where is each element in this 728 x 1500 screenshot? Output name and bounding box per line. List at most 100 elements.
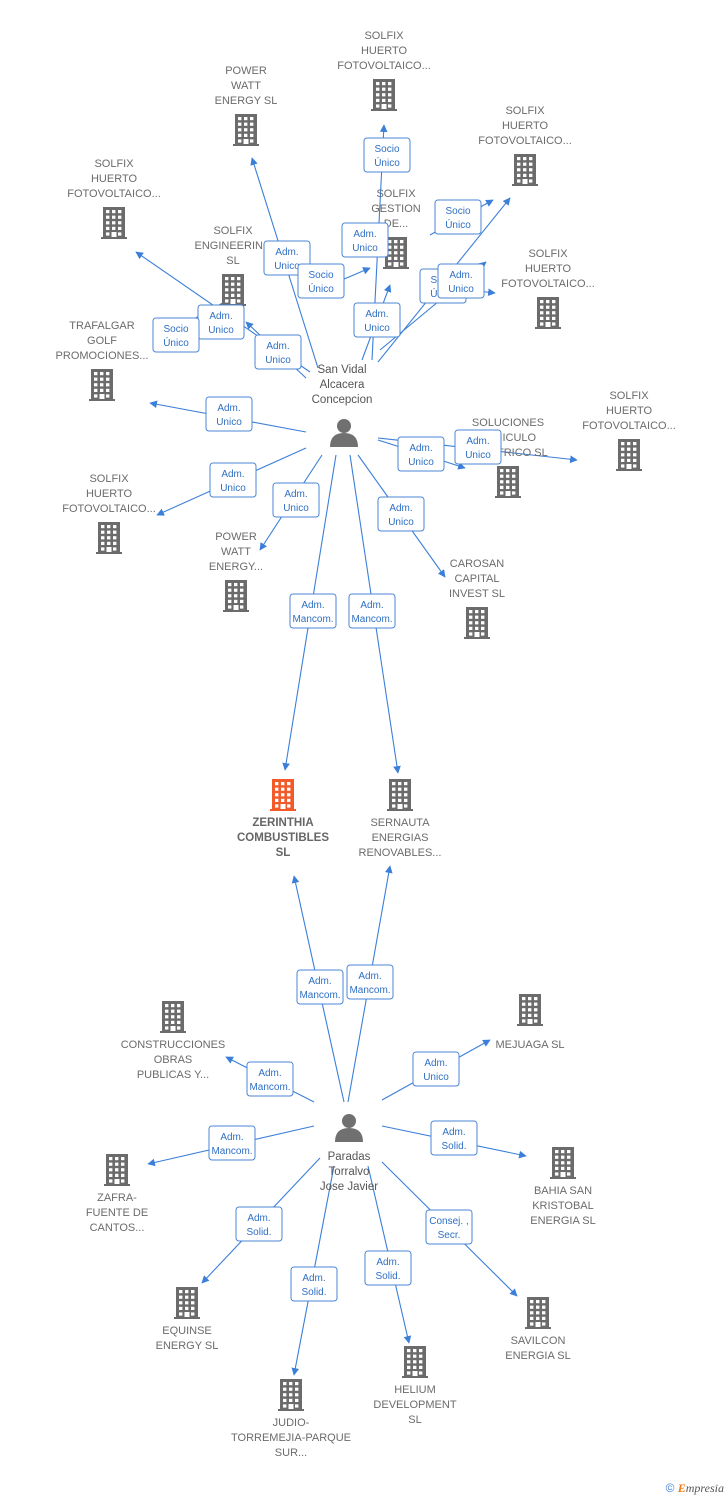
company-node[interactable]: SOLFIXHUERTOFOTOVOLTAICO... bbox=[478, 105, 572, 186]
edge-label-text: Adm. bbox=[376, 1257, 399, 1268]
edge-label-box[interactable]: Adm. Unico bbox=[205, 396, 253, 432]
edge-label-box[interactable]: Adm.Unico bbox=[341, 222, 389, 258]
edge-label-text: Unico bbox=[352, 243, 378, 254]
company-node[interactable]: SOLFIXHUERTOFOTOVOLTAICO... bbox=[582, 390, 676, 471]
company-node[interactable]: SOLFIXGESTIONDE... bbox=[371, 188, 421, 269]
person-name-line: Alcacera bbox=[320, 379, 365, 391]
edge-label-box[interactable]: Adm.Unico bbox=[377, 496, 425, 532]
building-icon bbox=[233, 114, 259, 146]
edge-label-box[interactable]: Adm. Mancom. bbox=[296, 969, 344, 1005]
company-name-line: SOLFIX bbox=[89, 473, 129, 485]
edge-label-box[interactable]: Adm.Solid. bbox=[364, 1250, 412, 1286]
edge-label-text: Adm. bbox=[449, 270, 472, 281]
edge-label-box[interactable]: Adm. Mancom. bbox=[348, 593, 396, 629]
edge-label-box[interactable]: Adm.Unico bbox=[397, 436, 445, 472]
person-name-line: Paradas bbox=[328, 1151, 371, 1163]
edge-label-text: Mancom. bbox=[351, 614, 392, 625]
edge-label-frame bbox=[290, 1266, 338, 1302]
edge-label-box[interactable]: Adm.Unico bbox=[209, 462, 257, 498]
company-node[interactable]: MEJUAGA SL bbox=[495, 994, 565, 1051]
edge-label-box[interactable]: Adm. Unico bbox=[437, 263, 485, 299]
edge-label-box[interactable]: Adm.Mancom. bbox=[246, 1061, 294, 1097]
building-icon bbox=[96, 522, 122, 554]
person-icon bbox=[335, 1114, 363, 1142]
edge-label-box[interactable]: Adm.Unico bbox=[272, 482, 320, 518]
edge-label-text: Adm. bbox=[284, 489, 307, 500]
company-name-line: CAROSAN bbox=[450, 558, 504, 570]
company-name-line: RENOVABLES... bbox=[359, 847, 442, 859]
company-name-line: EQUINSE bbox=[162, 1325, 212, 1337]
edge-label-text: Adm. bbox=[217, 403, 240, 414]
edge-label-text: Adm. bbox=[360, 600, 383, 611]
company-node[interactable]: SERNAUTAENERGIASRENOVABLES... bbox=[359, 779, 442, 859]
company-name-line: HUERTO bbox=[361, 45, 407, 57]
company-node[interactable]: ZAFRA-FUENTE DECANTOS... bbox=[86, 1154, 148, 1234]
edge-label-box[interactable]: Adm.Unico bbox=[353, 302, 401, 338]
edge-label-text: Secr. bbox=[438, 1230, 461, 1241]
edge-label-text: Adm. bbox=[308, 976, 331, 987]
edge-label-frame bbox=[297, 263, 345, 299]
edge-label-box[interactable]: Adm.Solid. bbox=[290, 1266, 338, 1302]
company-node[interactable]: SOLFIXHUERTOFOTOVOLTAICO... bbox=[501, 248, 595, 329]
edge-label-text: Unico bbox=[448, 284, 474, 295]
company-name-line: OBRAS bbox=[154, 1054, 193, 1066]
edge-label-text: Mancom. bbox=[299, 990, 340, 1001]
edge-label-box[interactable]: Adm.Unico bbox=[254, 334, 302, 370]
company-name-line: POWER bbox=[225, 65, 267, 77]
company-name-line: SL bbox=[408, 1414, 421, 1426]
edge-label-box[interactable]: Adm. Solid. bbox=[235, 1206, 283, 1242]
company-name-line: DEVELOPMENT bbox=[373, 1399, 456, 1411]
company-node[interactable]: SOLFIXHUERTOFOTOVOLTAICO... bbox=[337, 30, 431, 111]
edge-label-box[interactable]: Adm.Mancom. bbox=[346, 964, 394, 1000]
company-node[interactable]: SOLFIXHUERTOFOTOVOLTAICO... bbox=[62, 473, 156, 554]
edge-label-frame bbox=[272, 482, 320, 518]
edge-label-text: Adm. bbox=[301, 600, 324, 611]
company-name-line: HELIUM bbox=[394, 1384, 436, 1396]
edge-label-frame bbox=[235, 1206, 283, 1242]
company-node[interactable]: SOLFIXHUERTOFOTOVOLTAICO... bbox=[67, 158, 161, 239]
company-name-line: FOTOVOLTAICO... bbox=[582, 420, 676, 432]
company-node[interactable]: JUDIO-TORREMEJIA-PARQUESUR... bbox=[231, 1379, 351, 1459]
company-name-line: SOLFIX bbox=[376, 188, 416, 200]
edge-label-box[interactable]: Adm.Unico bbox=[454, 429, 502, 465]
edge-label-box[interactable]: Adm.Mancom. bbox=[208, 1125, 256, 1161]
edge-label-box[interactable]: Adm.Unico bbox=[412, 1051, 460, 1087]
edge-label-text: Adm. bbox=[247, 1213, 270, 1224]
company-node[interactable]: POWERWATTENERGY... bbox=[209, 531, 263, 612]
edge-label-text: Adm. bbox=[302, 1273, 325, 1284]
edge-label-box[interactable]: Adm.Unico bbox=[197, 304, 245, 340]
edge-label-box[interactable]: Adm.Solid. bbox=[430, 1120, 478, 1156]
brand-logo[interactable]: Empresia bbox=[678, 1481, 724, 1495]
edge-label-text: Solid. bbox=[246, 1227, 271, 1238]
company-name-line: SL bbox=[276, 847, 291, 859]
company-node[interactable]: HELIUM DEVELOPMENT SL bbox=[373, 1346, 457, 1426]
company-name-line: SAVILCON bbox=[511, 1335, 566, 1347]
building-icon bbox=[220, 274, 246, 306]
company-node[interactable]: TRAFALGARGOLFPROMOCIONES... bbox=[56, 320, 149, 401]
person-name-line: San Vidal bbox=[317, 364, 366, 376]
edge-label-text: Unico bbox=[216, 417, 242, 428]
edge-label-frame bbox=[341, 222, 389, 258]
building-icon bbox=[616, 439, 642, 471]
company-name-line: SOLFIX bbox=[94, 158, 134, 170]
company-name-line: FOTOVOLTAICO... bbox=[478, 135, 572, 147]
company-name-line: ENERGY SL bbox=[215, 95, 278, 107]
edge-label-box[interactable]: Adm.Mancom. bbox=[289, 593, 337, 629]
building-icon bbox=[270, 779, 296, 811]
edge-label-frame bbox=[412, 1051, 460, 1087]
edge-label-box[interactable]: Consej. ,Secr. bbox=[425, 1209, 473, 1245]
